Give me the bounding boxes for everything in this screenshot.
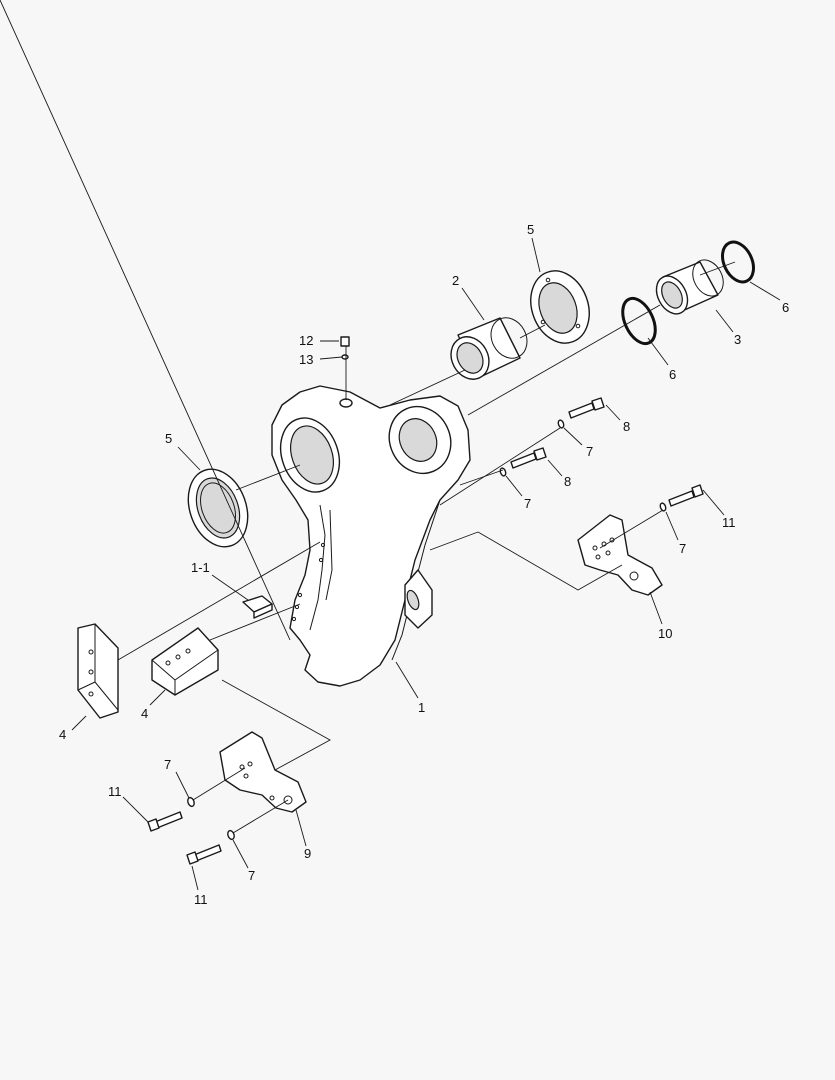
part-11-bolt-bl-lower — [186, 844, 222, 865]
callout-12: 12 — [299, 333, 313, 348]
callout-11-bl-lower: 11 — [194, 892, 208, 907]
part-6-o-ring-mid — [621, 296, 657, 346]
part-8-bolt-upper — [568, 397, 605, 419]
part-5-seal-plate-upper — [530, 270, 590, 344]
callout-2: 2 — [452, 273, 459, 288]
part-11-bolt-right — [668, 484, 704, 507]
assembly-lines — [0, 0, 736, 834]
part-11-bolt-bl-upper — [147, 811, 183, 832]
callout-1-1: 1-1 — [191, 560, 210, 575]
part-5-seal-plate-left — [187, 468, 249, 548]
part-7-washer-bl-lower — [227, 829, 235, 841]
part-7-washer-right — [659, 502, 667, 512]
part-1-1-wedge — [242, 595, 273, 619]
callout-10: 10 — [658, 626, 672, 641]
part-1-arm-body — [271, 385, 471, 687]
callout-8-lower: 8 — [564, 474, 571, 489]
callout-3: 3 — [734, 332, 741, 347]
callout-1: 1 — [418, 700, 425, 715]
part-10-bracket — [577, 514, 663, 596]
callout-6-right: 6 — [782, 300, 789, 315]
part-7-washer-lower — [499, 467, 507, 477]
part-13-washer — [341, 354, 349, 360]
callout-13: 13 — [299, 352, 313, 367]
part-2-bushing — [450, 317, 528, 380]
callout-4-left: 4 — [59, 727, 66, 742]
part-7-washer-upper — [557, 419, 565, 429]
callout-labels: 1 1-1 2 3 4 4 5 5 6 6 7 7 7 7 7 8 8 9 10… — [59, 222, 789, 907]
part-8-bolt-lower — [510, 447, 547, 469]
part-9-bracket — [219, 731, 307, 813]
callout-7-lower: 7 — [524, 496, 531, 511]
part-4-block-left — [77, 623, 119, 719]
callout-5-upper: 5 — [527, 222, 534, 237]
callout-8-upper: 8 — [623, 419, 630, 434]
part-3-bushing — [655, 259, 724, 315]
part-7-washer-bl-upper — [187, 796, 195, 808]
callout-11-bl-upper: 11 — [108, 784, 122, 799]
callout-5-left: 5 — [165, 431, 172, 446]
callout-7-bl-upper: 7 — [164, 757, 171, 772]
callout-9: 9 — [304, 846, 311, 861]
part-12-grease-fitting — [340, 336, 350, 347]
callout-leaders — [71, 237, 781, 891]
callout-7-bl-lower: 7 — [248, 868, 255, 883]
part-4-block-middle — [151, 627, 219, 696]
callout-7-right: 7 — [679, 541, 686, 556]
callout-11-right: 11 — [722, 515, 736, 530]
callout-4-middle: 4 — [141, 706, 148, 721]
callout-6-mid: 6 — [669, 367, 676, 382]
part-6-o-ring-right — [721, 240, 755, 284]
callout-7-upper: 7 — [586, 444, 593, 459]
